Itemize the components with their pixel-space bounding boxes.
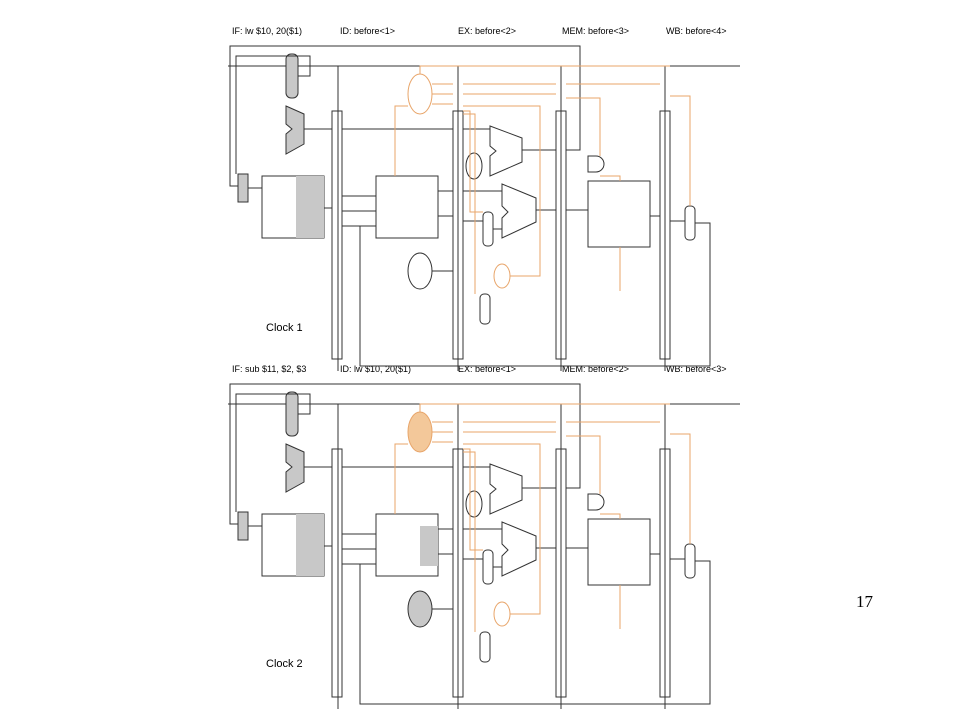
- wb-stage-label: WB: before<3>: [666, 364, 727, 374]
- pc-source-mux: [285, 53, 299, 99]
- clock-label: Clock 1: [266, 322, 303, 334]
- shift-left-unit: [465, 490, 483, 518]
- branch-loop-wire: [229, 45, 581, 187]
- alu-src-mux: [482, 211, 494, 247]
- pc-adder: [285, 105, 305, 155]
- alu-src-mux: [482, 549, 494, 585]
- branch-control-wire: [566, 435, 601, 494]
- if-id-register: [331, 448, 343, 698]
- instruction-memory-shade: [296, 176, 324, 238]
- shift-left-unit: [465, 152, 483, 180]
- pc-source-mux: [285, 391, 299, 437]
- ex-stage-label: EX: before<1>: [458, 364, 517, 374]
- branch-adder: [489, 463, 523, 515]
- pc-register: [237, 511, 249, 541]
- write-back-wire: [359, 222, 711, 367]
- alu-control-unit: [493, 263, 511, 289]
- sign-extend-unit: [407, 590, 433, 628]
- mem-write-wire: [600, 513, 621, 519]
- branch-loop-wire: [229, 383, 581, 525]
- id-stage-label: ID: before<1>: [340, 26, 396, 36]
- if-stage-label: IF: sub $11, $2, $3: [232, 364, 307, 374]
- pc-mux-output-wire: [235, 55, 311, 174]
- clock-label: Clock 2: [266, 658, 303, 670]
- register-file-highlight: [420, 526, 438, 566]
- branch-adder: [489, 125, 523, 177]
- data-memory: [587, 180, 651, 248]
- branch-and-gate: [587, 493, 605, 511]
- if-stage-label: IF: lw $10, 20($1): [232, 26, 303, 36]
- page-number: 17: [856, 592, 873, 611]
- reg-dst-mux: [479, 293, 491, 325]
- mem-write-wire: [600, 175, 621, 181]
- write-back-wire: [359, 560, 711, 705]
- mem-to-reg-mux: [684, 205, 696, 241]
- mem-to-reg-mux: [684, 543, 696, 579]
- alu-control-unit: [493, 601, 511, 627]
- alu-op-wire: [463, 105, 541, 277]
- register-file: [375, 175, 439, 239]
- mem-to-reg-control-wire: [670, 433, 691, 544]
- alu: [501, 183, 537, 239]
- reg-write-wire: [394, 105, 408, 176]
- reg-dst-wire: [463, 113, 476, 294]
- control-top-wire: [419, 403, 670, 412]
- mem-to-reg-control-wire: [670, 95, 691, 206]
- sign-extend-unit: [407, 252, 433, 290]
- branch-control-wire: [566, 97, 601, 156]
- branch-and-gate: [587, 155, 605, 173]
- control-unit: [407, 411, 433, 453]
- reg-dst-mux: [479, 631, 491, 663]
- reg-dst-wire: [463, 451, 476, 632]
- alu: [501, 521, 537, 577]
- pc-adder: [285, 443, 305, 493]
- alu-src-wire: [463, 448, 483, 551]
- pc-mux-output-wire: [235, 393, 311, 512]
- alu-op-wire: [463, 443, 541, 615]
- wb-stage-label: WB: before<4>: [666, 26, 727, 36]
- mem-stage-label: MEM: before<3>: [562, 26, 630, 36]
- alu-src-wire: [463, 110, 483, 213]
- data-memory: [587, 518, 651, 586]
- control-unit: [407, 73, 433, 115]
- ex-stage-label: EX: before<2>: [458, 26, 517, 36]
- control-top-wire: [419, 65, 670, 74]
- pc-register: [237, 173, 249, 203]
- reg-write-wire: [394, 443, 408, 514]
- if-id-register: [331, 110, 343, 360]
- id-stage-label: ID: lw $10, 20($1): [340, 364, 412, 374]
- mem-stage-label: MEM: before<2>: [562, 364, 630, 374]
- instruction-memory-shade: [296, 514, 324, 576]
